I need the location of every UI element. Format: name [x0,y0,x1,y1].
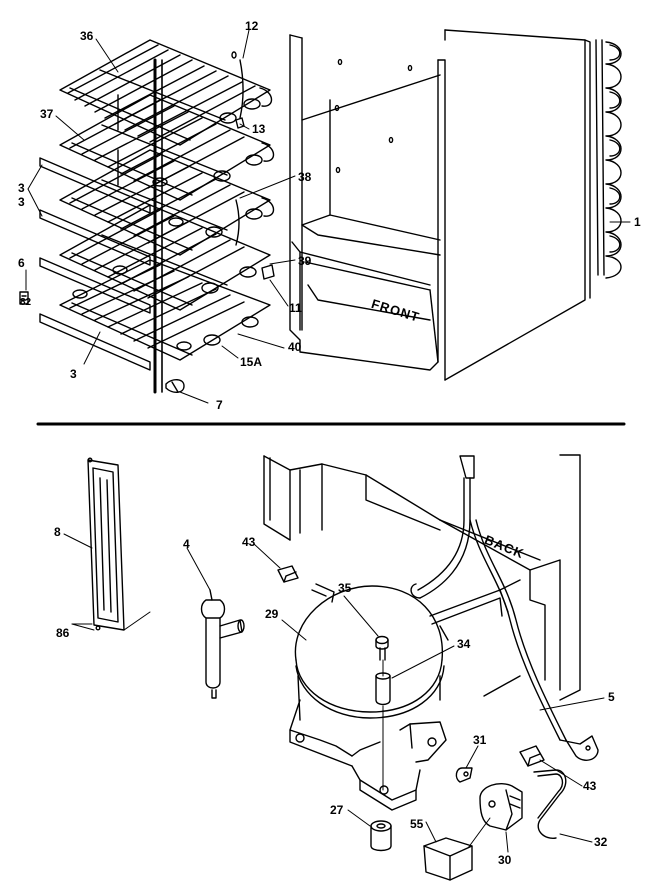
callout-43b: 43 [583,779,597,793]
callout-39: 39 [298,254,312,268]
cabinet-rear [264,455,580,700]
callout-34: 34 [457,637,471,651]
callout-31: 31 [473,733,487,747]
grommet-foot [371,821,391,851]
leader-lines-top [26,30,630,403]
cabinet-liner [290,35,445,380]
callout-15a: 15A [240,355,263,369]
callout-86: 86 [56,626,70,640]
callout-8: 8 [54,525,61,539]
callout-30: 30 [498,853,512,867]
callout-40: 40 [288,340,302,354]
callout-3b: 3 [18,195,25,209]
clips-top [20,52,274,392]
clip-43-left [278,566,298,582]
callout-3c: 3 [70,367,77,381]
callout-37: 37 [40,107,54,121]
compressor [290,584,508,810]
clip-31 [456,768,472,782]
callout-7: 7 [216,398,223,412]
wire-clip [534,770,566,838]
evaporator-shelf-rack [60,40,274,392]
callout-11: 11 [289,301,302,315]
callout-29: 29 [265,607,279,621]
callout-1: 1 [634,215,641,229]
clip-43-right [520,746,544,766]
leader-lines-bottom [64,534,604,852]
callout-5: 5 [608,690,615,704]
callout-27: 27 [330,803,344,817]
callout-13: 13 [252,122,266,136]
callout-55: 55 [410,817,424,831]
callout-35: 35 [338,581,352,595]
condenser-coil [596,40,621,278]
callout-38: 38 [298,170,312,184]
shelf-retainer-rails [40,158,150,370]
callout-32: 32 [594,835,608,849]
cabinet-shell [445,30,590,380]
callout-82: 82 [20,297,32,308]
power-cord [411,456,598,760]
callout-12: 12 [245,19,259,33]
callout-6: 6 [18,256,25,270]
mounting-bracket-plate [88,458,150,630]
relay-overload [424,784,522,880]
callout-36: 36 [80,29,94,43]
callout-3a: 3 [18,181,25,195]
filter-drier [202,590,245,698]
callout-4: 4 [183,537,190,551]
callout-43a: 43 [242,535,256,549]
